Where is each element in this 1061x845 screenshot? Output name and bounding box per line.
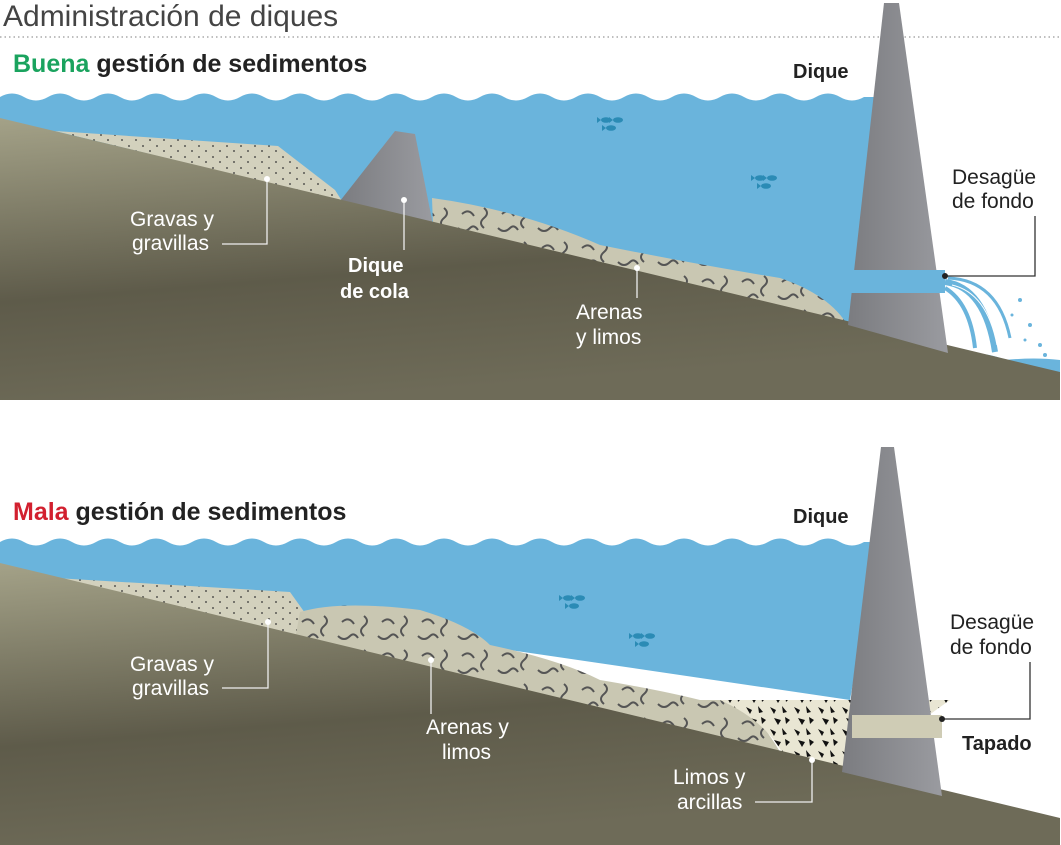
outlet-leader-line	[942, 662, 1031, 720]
gravel-label-line2: gravillas	[132, 677, 209, 700]
dam-label: Dique	[793, 506, 849, 528]
dam-label: Dique	[793, 61, 849, 83]
gravel-leader-dot	[265, 619, 271, 625]
outlet-water-spray	[943, 276, 1012, 353]
gravel-label-line1: Gravas y	[130, 208, 215, 231]
blocked-outlet-pipe	[852, 715, 942, 738]
tail-dam-label-line2: de cola	[340, 281, 410, 303]
outlet-label-line2: de fondo	[950, 636, 1032, 659]
main-dam	[848, 3, 948, 353]
outlet-leader-dot	[939, 716, 945, 722]
blocked-label: Tapado	[962, 733, 1032, 755]
sand-label-line1: Arenas	[576, 301, 643, 324]
outlet-leader-line	[945, 216, 1036, 277]
gravel-label-line2: gravillas	[132, 232, 209, 255]
gravel-leader-line	[222, 179, 268, 245]
ground	[0, 118, 1060, 400]
outlet-label-line2: de fondo	[952, 190, 1034, 213]
sand-leader-dot	[428, 657, 434, 663]
outlet-leader-dot	[942, 273, 948, 279]
sand-leader-dot	[634, 265, 640, 271]
bottom-outlet-pipe	[850, 270, 945, 293]
clay-label-line1: Limos y	[673, 766, 746, 789]
sand-label-line1: Arenas y	[426, 716, 509, 739]
bad-panel-heading: Mala gestión de sedimentos	[13, 498, 346, 526]
main-dam	[842, 447, 942, 796]
outlet-label-line1: Desagüe	[952, 166, 1036, 189]
bad-management-panel: Mala gestión de sedimentos Dique Desagüe…	[0, 447, 1060, 845]
clay-label-line2: arcillas	[677, 791, 742, 814]
tail-dam	[340, 131, 433, 225]
page-title: Administración de diques	[3, 0, 338, 33]
gravel-leader-dot	[264, 176, 270, 182]
spray-droplets	[1010, 298, 1047, 357]
clay-leader-dot	[809, 757, 815, 763]
tail-dam-label-line1: Dique	[348, 255, 404, 277]
sand-silt-layer	[432, 198, 848, 326]
good-panel-heading: Buena gestión de sedimentos	[13, 50, 367, 78]
gravel-label-line1: Gravas y	[130, 653, 215, 676]
ground	[0, 563, 1060, 845]
sand-label-line2: limos	[442, 741, 491, 764]
clay-leader-line	[755, 760, 813, 803]
tail-dam-leader-dot	[401, 197, 407, 203]
gravel-leader-line	[222, 622, 269, 689]
sand-label-line2: y limos	[576, 326, 641, 349]
outlet-label-line1: Desagüe	[950, 611, 1034, 634]
good-management-panel: Buena gestión de sedimentos Dique Desagü…	[0, 3, 1060, 400]
